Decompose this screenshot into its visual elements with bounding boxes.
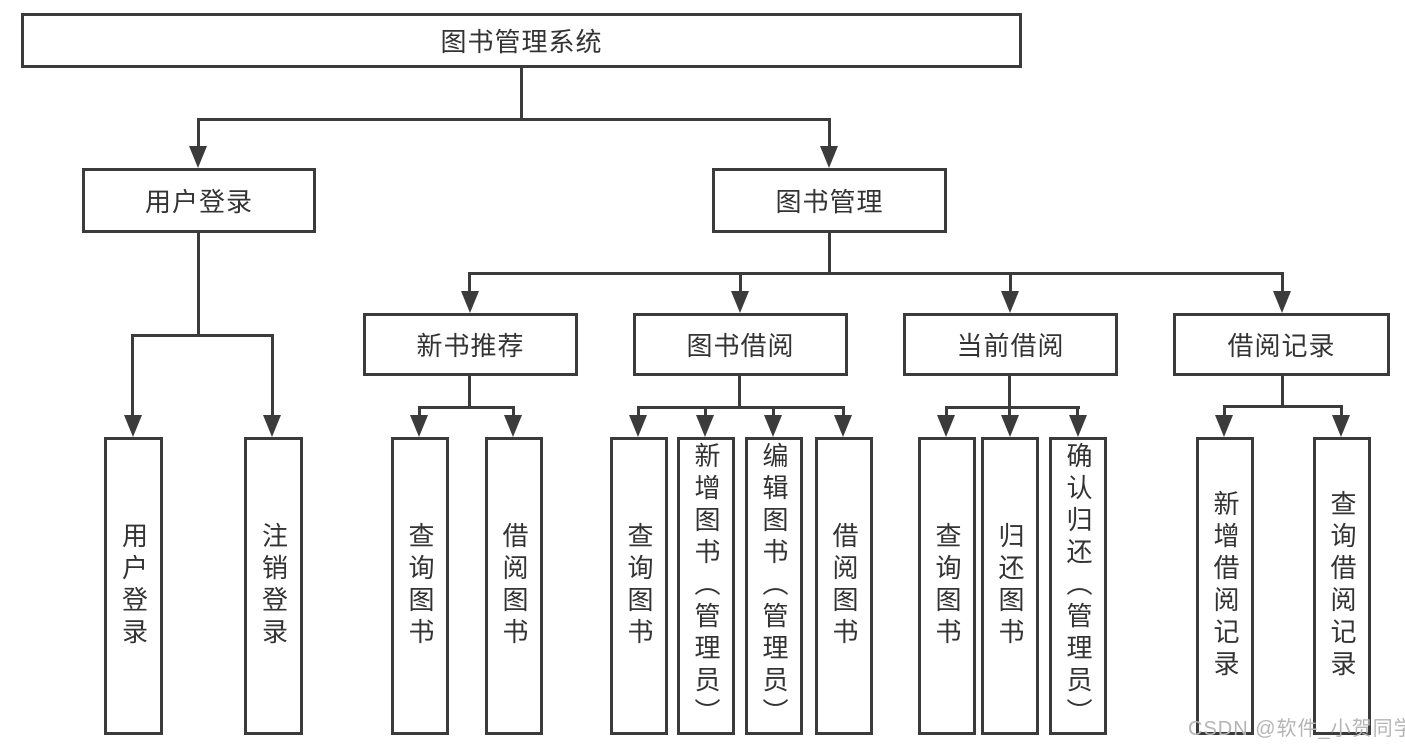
leaf-add-book-admin: 新增图书（管理员） [677,437,735,735]
node-label: 借阅图书 [499,522,529,650]
connector-line [468,376,471,409]
connector-line [418,406,421,421]
node-library-management-system: 图书管理系统 [21,13,1022,68]
node-label: 借阅记录 [1227,331,1336,361]
connector-line [520,68,523,121]
arrowhead-down-icon [461,291,479,313]
node-label: 新增借阅记录 [1210,490,1240,682]
node-label: 新书推荐 [416,331,525,361]
connector-line [637,406,640,421]
arrowhead-down-icon [834,415,852,437]
arrowhead-down-icon [1001,291,1019,313]
node-borrowing-records: 借阅记录 [1173,313,1390,376]
leaf-borrow-books-borrowing: 借阅图书 [815,437,873,735]
leaf-query-books-current: 查询图书 [918,437,976,735]
node-book-management: 图书管理 [712,168,947,233]
arrowhead-down-icon [937,415,955,437]
node-label: 查询图书 [405,522,435,650]
connector-line [1340,405,1343,421]
leaf-add-borrow-record: 新增借阅记录 [1196,437,1254,735]
connector-line [512,406,515,421]
connector-line [739,272,742,297]
arrowhead-down-icon [1215,415,1233,437]
connector-line [945,406,1080,409]
node-label: 确认归还（管理员） [1063,442,1093,730]
arrowhead-down-icon [263,415,281,437]
connector-line [738,376,741,409]
leaf-query-borrow-record: 查询借阅记录 [1313,437,1371,735]
arrowhead-down-icon [124,415,142,437]
connector-line [197,118,200,152]
connector-line [131,334,134,420]
node-label: 查询借阅记录 [1327,490,1357,682]
arrowhead-down-icon [1273,291,1291,313]
connector-line [772,406,775,421]
arrowhead-down-icon [696,415,714,437]
connector-line [1009,272,1012,297]
connector-line [1008,376,1011,409]
node-label: 查询图书 [624,522,654,650]
connector-line [131,334,274,337]
arrowhead-down-icon [504,415,522,437]
connector-line [1076,406,1079,421]
arrowhead-down-icon [189,146,207,168]
node-new-book-recommendation: 新书推荐 [363,313,578,376]
connector-line [945,406,948,421]
connector-line [468,272,1284,275]
node-label: 当前借阅 [956,331,1065,361]
connector-line [828,233,831,275]
connector-line [637,406,845,409]
connector-line [842,406,845,421]
connector-line [271,334,274,420]
arrowhead-down-icon [820,146,838,168]
connector-line [468,272,471,297]
node-label: 注销登录 [258,522,289,650]
connector-line [1281,272,1284,297]
leaf-confirm-return-admin: 确认归还（管理员） [1049,437,1107,735]
node-label: 图书管理 [775,187,884,217]
node-user-login: 用户登录 [82,168,316,233]
node-label: 用户登录 [144,187,253,217]
connector-line [1223,405,1343,408]
arrowhead-down-icon [1332,415,1350,437]
leaf-query-books-recommend: 查询图书 [391,437,449,735]
connector-line [704,406,707,421]
arrowhead-down-icon [764,415,782,437]
leaf-return-books: 归还图书 [981,437,1039,735]
connector-line [197,118,831,121]
arrowhead-down-icon [1069,415,1087,437]
node-label: 图书管理系统 [440,27,603,57]
connector-line [1223,405,1226,421]
node-book-borrowing: 图书借阅 [633,313,848,376]
leaf-user-login: 用户登录 [104,437,163,735]
arrowhead-down-icon [1001,415,1019,437]
node-label: 查询图书 [932,522,962,650]
connector-line [828,118,831,152]
arrowhead-down-icon [410,415,428,437]
node-label: 借阅图书 [829,522,859,650]
csdn-watermark: CSDN @软件_小贺同学 [1188,718,1405,740]
node-label: 归还图书 [995,522,1025,650]
arrowhead-down-icon [629,415,647,437]
leaf-edit-book-admin: 编辑图书（管理员） [745,437,803,735]
arrowhead-down-icon [731,291,749,313]
node-label: 图书借阅 [686,331,795,361]
node-label: 编辑图书（管理员） [759,442,789,730]
node-current-borrowing: 当前借阅 [903,313,1118,376]
connector-line [1008,406,1011,421]
node-label: 用户登录 [118,522,149,650]
leaf-borrow-books-recommend: 借阅图书 [485,437,543,735]
leaf-logout: 注销登录 [244,437,303,735]
leaf-query-books-borrowing: 查询图书 [610,437,668,735]
connector-line [197,232,200,336]
connector-line [418,406,515,409]
node-label: 新增图书（管理员） [691,442,721,730]
connector-line [1281,376,1284,408]
